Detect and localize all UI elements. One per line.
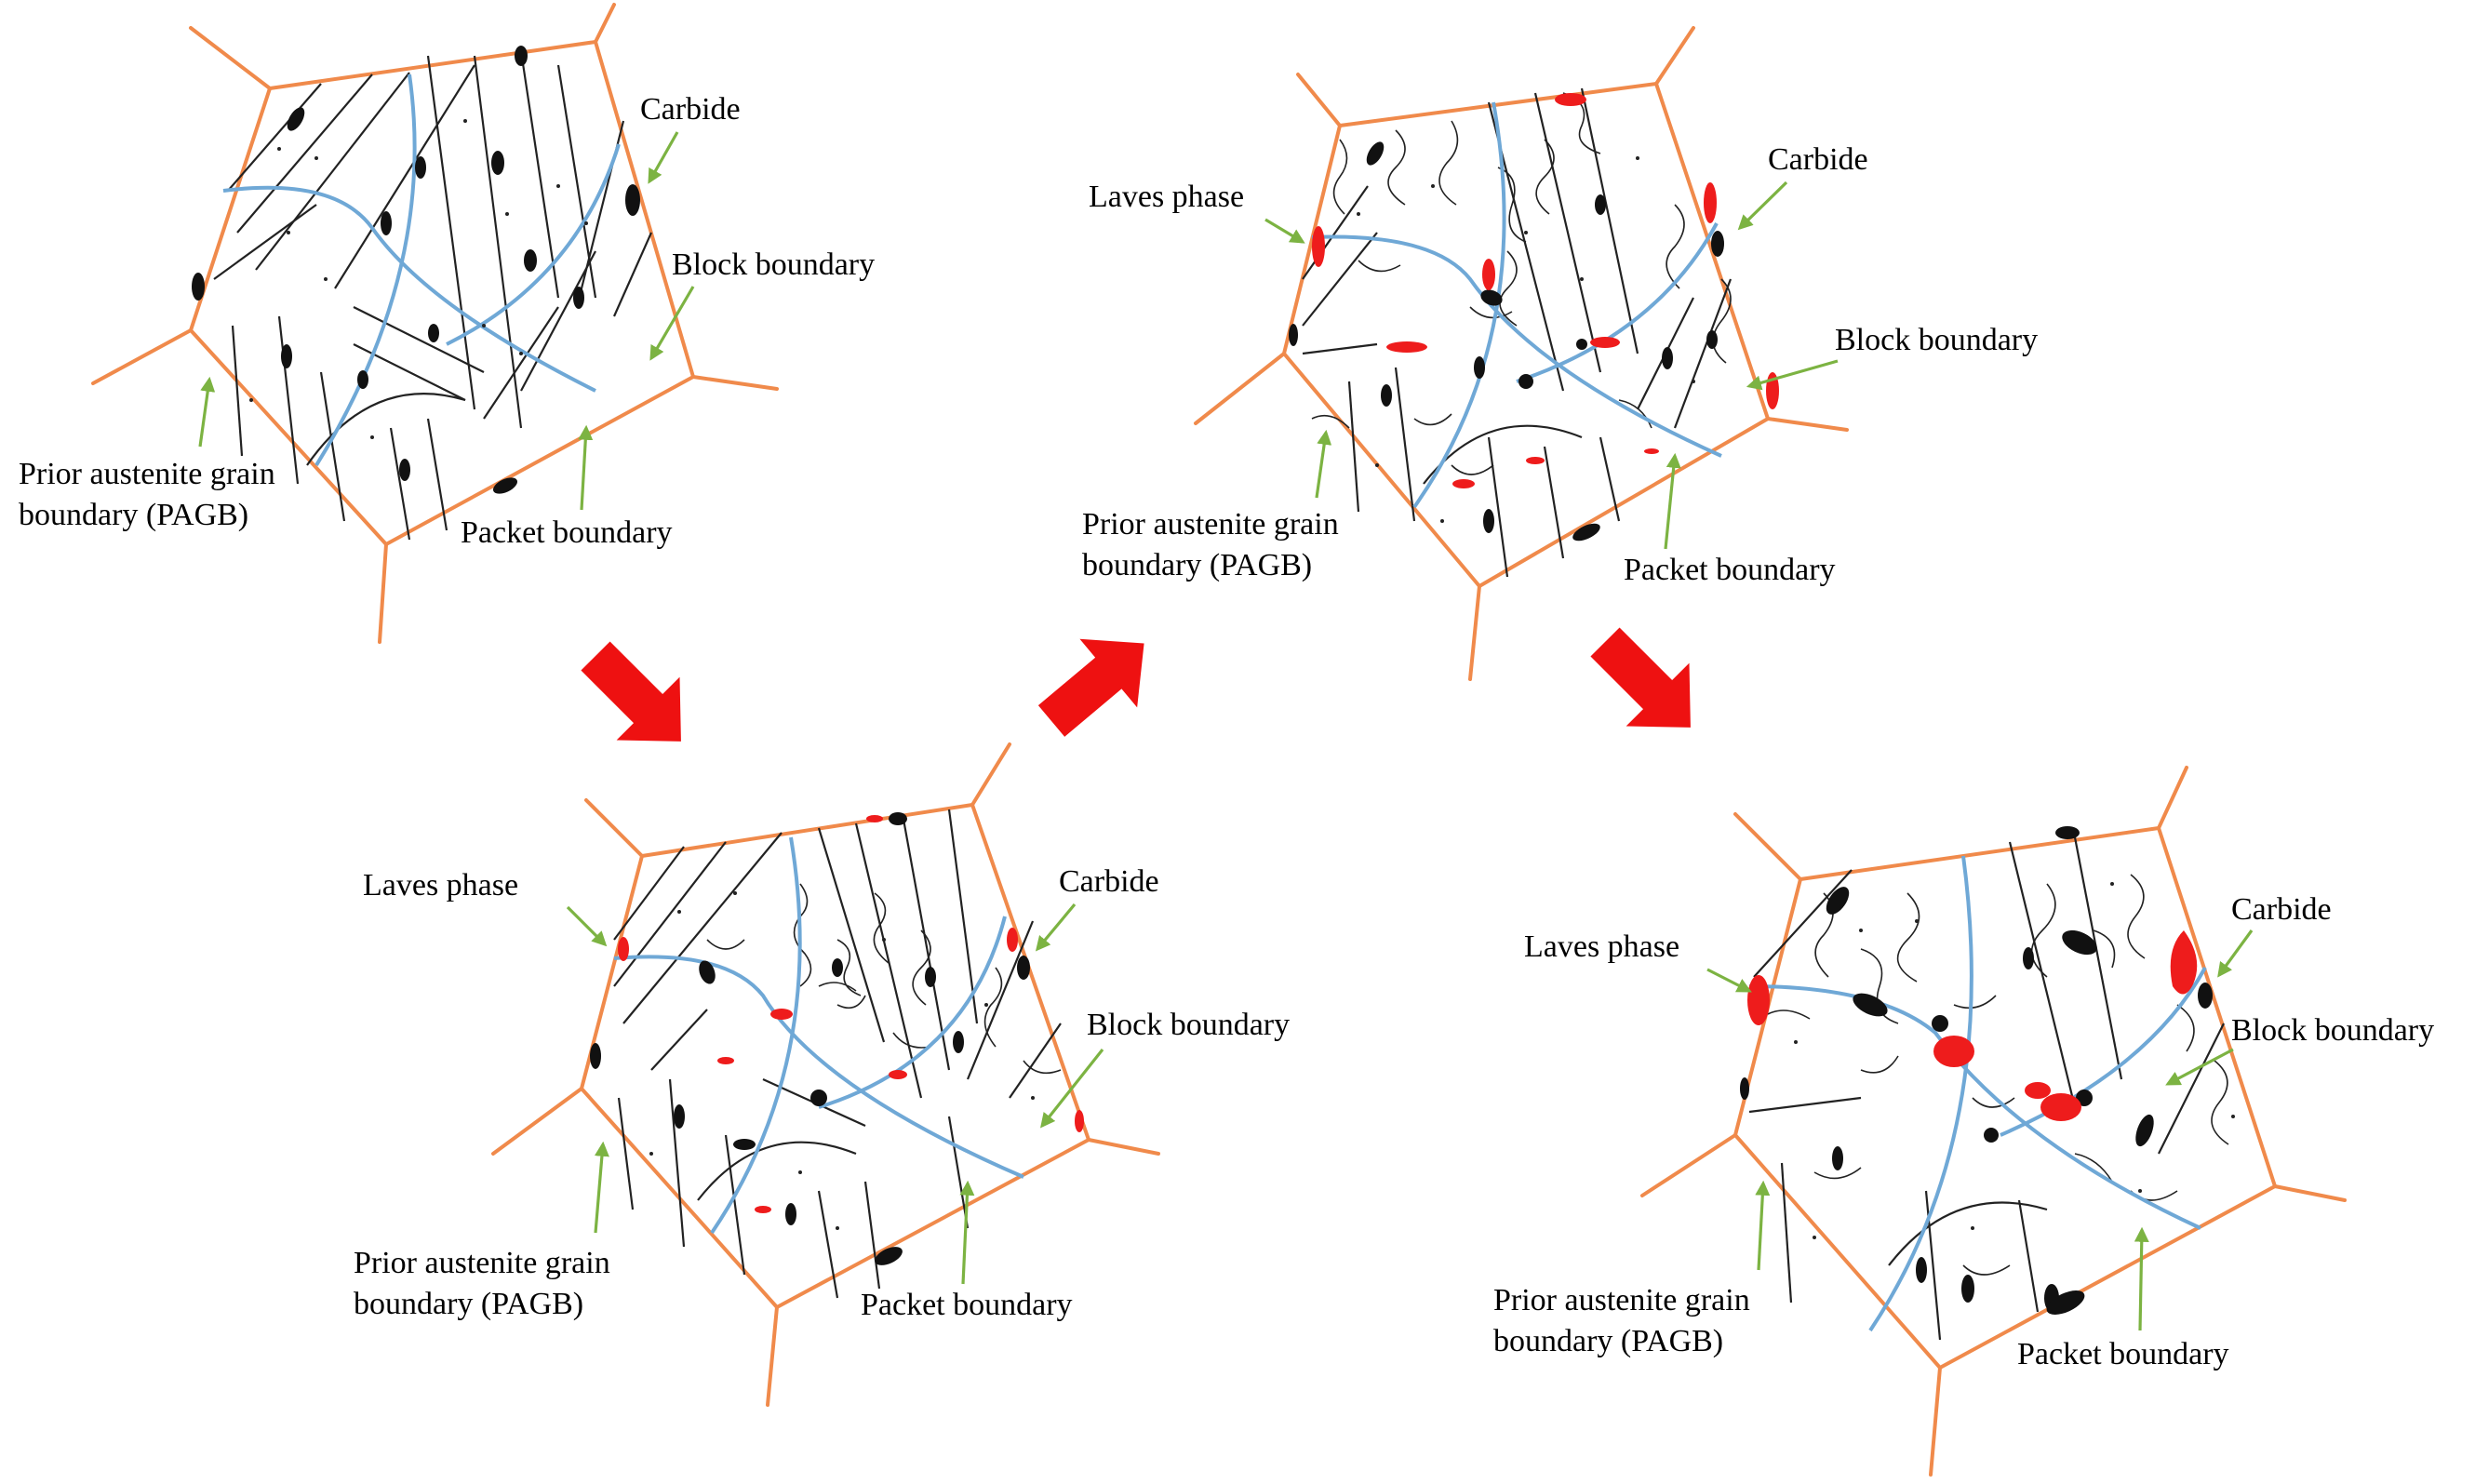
stage-3-block-boundaries [1302, 87, 1732, 578]
stage-4-labels: Laves phase Carbide Block boundary Prior… [1493, 892, 2434, 1371]
pagb-label-line2: boundary (PAGB) [354, 1287, 583, 1321]
stage-1-labels: Carbide Block boundary Prior austenite g… [19, 92, 875, 550]
stage-3-grain [1194, 26, 1849, 681]
stage-3-pagb [1282, 82, 1770, 588]
stage-2-carbides [590, 812, 1030, 1265]
carbide-label: Carbide [1059, 864, 1159, 899]
progression-arrow-icon [1037, 638, 1144, 737]
stage-1-packet-boundaries [222, 74, 621, 467]
pointer-icon [1315, 429, 1332, 499]
pointer-icon [649, 286, 695, 361]
carbide-label: Carbide [1768, 142, 1868, 177]
stage-4-dots [1794, 882, 2235, 1239]
laves-phase-label: Laves phase [1089, 180, 1244, 214]
pointer-icon [959, 1180, 975, 1285]
packet-boundary-label: Packet boundary [461, 515, 673, 550]
pagb-spoke [594, 3, 616, 44]
carbide-label: Carbide [2231, 892, 2332, 927]
pointer-icon [2165, 1048, 2234, 1086]
stage-1-carbides [192, 46, 640, 494]
pointer-icon [2217, 929, 2254, 978]
stage-2-packet-boundaries [613, 836, 1024, 1235]
stage-2-dots [649, 891, 1035, 1230]
carbide-label: Carbide [640, 92, 741, 127]
stage-2-labels: Laves phase Carbide Block boundary Prior… [354, 864, 1290, 1322]
stage-3-labels: Laves phase Carbide Block boundary Prior… [1082, 142, 2038, 587]
packet-boundary-label: Packet boundary [1624, 553, 1836, 587]
stage-2-sub-boundaries [706, 883, 1062, 1075]
pointer-icon [2134, 1226, 2149, 1331]
stage-2-block-boundaries [613, 809, 1062, 1299]
pointer-icon [578, 424, 594, 511]
block-boundary-label: Block boundary [1835, 323, 2038, 357]
pagb-label-line1: Prior austenite grain [1082, 507, 1339, 541]
block-boundary-label: Block boundary [672, 247, 875, 282]
block-boundary-label: Block boundary [1087, 1008, 1290, 1042]
laves-phase-label: Laves phase [1524, 929, 1679, 964]
stage-4-sub-boundaries [1767, 874, 2229, 1276]
stage-1-dots [249, 119, 588, 439]
pagb-label-line1: Prior austenite grain [354, 1246, 610, 1280]
stage-3-carbides [1289, 141, 1724, 541]
packet-boundary-label: Packet boundary [861, 1288, 1073, 1322]
stage-3-dots [1357, 156, 1695, 523]
pointer-icon [198, 376, 216, 448]
pointer-icon [1755, 1180, 1771, 1271]
stage-4-laves [1747, 930, 2198, 1121]
pointer-icon [594, 1141, 609, 1234]
pointer-icon [1746, 359, 1839, 391]
pagb-spoke [378, 542, 388, 644]
stage-4-carbides [1740, 826, 2213, 1315]
stage-2-laves [618, 815, 1084, 1213]
pointer-icon [1040, 1049, 1104, 1129]
progression-arrow-icon [1590, 627, 1691, 728]
pagb-label-line2: boundary (PAGB) [19, 498, 248, 532]
packet-boundary-label: Packet boundary [2017, 1337, 2229, 1371]
pointer-icon [1264, 218, 1305, 244]
pagb-label-line1: Prior austenite grain [1493, 1283, 1750, 1317]
pagb-label-line2: boundary (PAGB) [1082, 548, 1312, 582]
laves-phase-label: Laves phase [363, 868, 518, 902]
pagb-spoke [189, 26, 272, 90]
pagb-spoke [691, 375, 779, 391]
pointer-icon [1737, 180, 1788, 231]
pagb-label-line1: Prior austenite grain [19, 457, 275, 491]
pointer-icon [566, 905, 608, 947]
progression-arrow-icon [581, 641, 681, 742]
pointer-icon [1664, 452, 1681, 550]
pagb-spoke [91, 328, 193, 385]
progression-arrows [581, 627, 1691, 742]
block-boundary-label: Block boundary [2231, 1013, 2434, 1048]
stage-2-grain [491, 742, 1160, 1407]
stage-1-grain [91, 3, 779, 644]
pointer-icon [648, 131, 679, 184]
pagb-label-line2: boundary (PAGB) [1493, 1324, 1723, 1358]
stage-4-grain [1640, 766, 2347, 1477]
pointer-icon [1706, 968, 1752, 993]
pointer-icon [1035, 902, 1077, 952]
